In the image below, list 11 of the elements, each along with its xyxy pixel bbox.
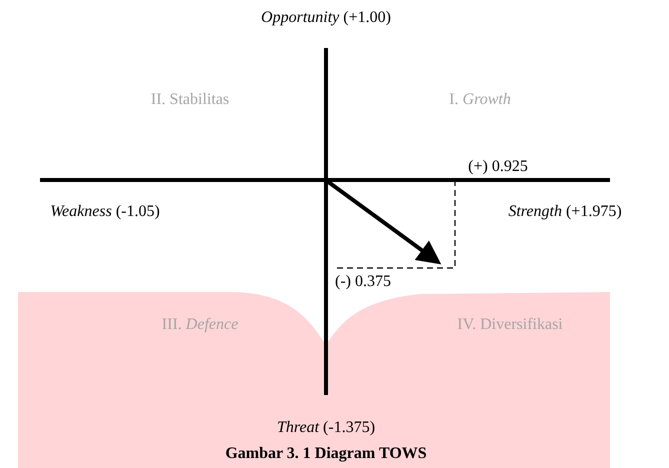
quadrant-label: I. Growth	[449, 91, 511, 109]
quadrant-label: III. Defence	[162, 316, 238, 334]
axis-label: Weakness (-1.05)	[50, 203, 160, 221]
value-label: (-) 0.375	[335, 273, 391, 291]
value-label: (+) 0.925	[468, 158, 528, 176]
axis-label: Opportunity (+1.00)	[261, 9, 391, 27]
axis-label: Strength (+1.975)	[508, 203, 622, 221]
figure-caption: Gambar 3. 1 Diagram TOWS	[225, 445, 427, 463]
quadrant-label: IV. Diversifikasi	[457, 316, 563, 334]
axis-label: Threat (-1.375)	[276, 419, 376, 437]
quadrant-label: II. Stabilitas	[150, 91, 230, 109]
